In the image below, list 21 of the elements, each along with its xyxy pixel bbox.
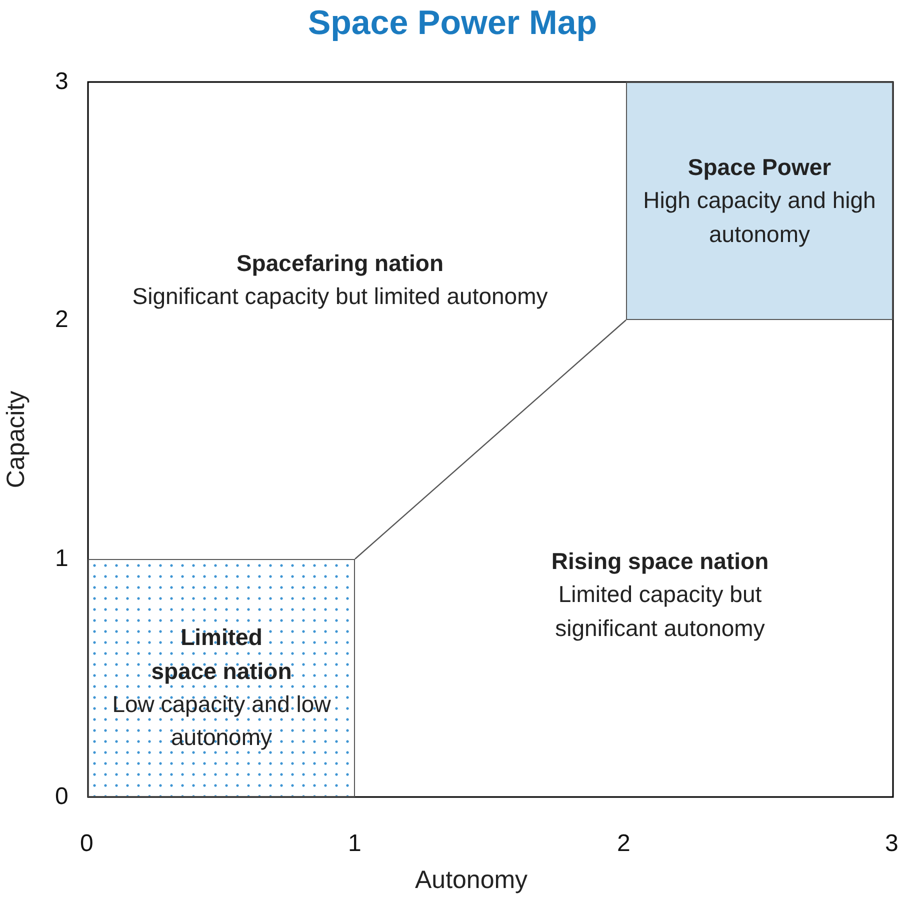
chart-title: Space Power Map: [306, 4, 598, 43]
y-tick-label: 3: [55, 68, 68, 96]
region-description: High capacity and high autonomy: [642, 186, 877, 249]
region-heading: Spacefaring nation: [236, 248, 444, 278]
y-tick-label: 2: [55, 306, 68, 334]
y-axis-title: Capacity: [2, 390, 32, 488]
region-heading: Limited space nation: [150, 623, 293, 686]
dotted-quadrant-box: [88, 559, 355, 797]
region-description: Low capacity and low autonomy: [111, 690, 332, 752]
x-axis-title: Autonomy: [415, 866, 528, 895]
y-tick-label: 0: [55, 783, 68, 811]
region-description: Significant capacity but limited autonomy: [132, 282, 548, 311]
x-tick-label: 3: [885, 830, 898, 858]
region-heading: Rising space nation: [551, 546, 769, 576]
x-tick-label: 1: [348, 830, 362, 858]
region-heading: Space Power: [688, 152, 832, 182]
x-tick-label: 0: [80, 830, 94, 858]
x-tick-label: 2: [617, 830, 630, 858]
y-tick-label: 1: [55, 545, 68, 573]
region-description: Limited capacity but significant autonomy: [554, 580, 766, 643]
quadrant-box: [626, 82, 893, 320]
